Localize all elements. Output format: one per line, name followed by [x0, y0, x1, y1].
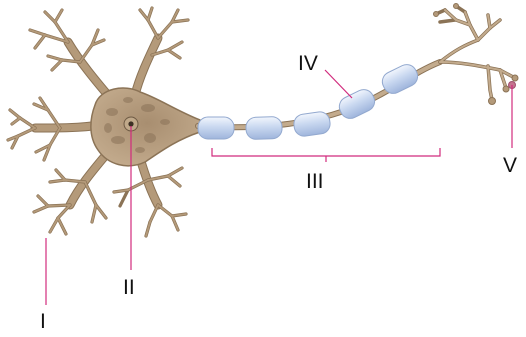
- cell-body: [91, 88, 204, 166]
- myelin-segment: [336, 86, 378, 122]
- terminal-bouton: [503, 86, 509, 92]
- myelin-segment: [198, 117, 234, 139]
- label-myelin-sheath: IV: [298, 52, 318, 75]
- leader-line-myelin: [325, 70, 352, 98]
- terminal-bouton: [512, 75, 518, 81]
- terminal-bouton: [454, 4, 459, 9]
- terminal-bouton: [489, 98, 496, 105]
- label-axon-terminal: V: [503, 154, 517, 177]
- axon-bracket: [212, 148, 440, 162]
- myelin-segment: [246, 116, 283, 139]
- myelin-segment: [293, 111, 332, 138]
- label-nucleus: II: [123, 276, 135, 299]
- label-dendrites: I: [40, 310, 46, 333]
- label-axon: III: [306, 170, 324, 193]
- terminal-bouton: [434, 12, 439, 17]
- axon-terminals: [434, 4, 519, 105]
- nucleolus: [128, 121, 133, 126]
